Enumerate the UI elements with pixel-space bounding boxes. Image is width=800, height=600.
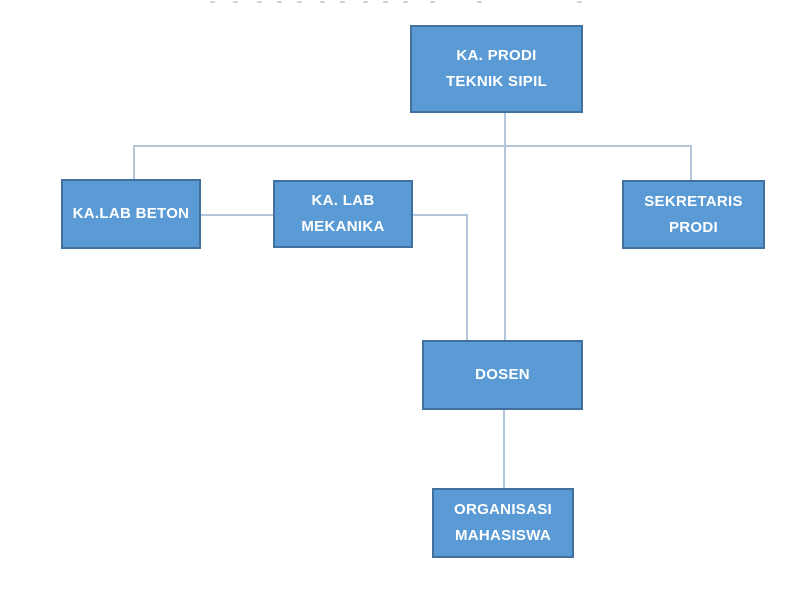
connector-mekanika-out-horizontal [413, 214, 468, 216]
node-ka-lab-beton: KA.LAB BETON [61, 179, 201, 249]
clipped-title-fragment [477, 1, 482, 3]
clipped-title-fragment [277, 1, 282, 3]
node-label: MAHASISWA [454, 527, 552, 544]
clipped-title-fragment [383, 1, 388, 3]
node-sekretaris-prodi: SEKRETARIS PRODI [622, 180, 765, 249]
node-ka-prodi-teknik-sipil: KA. PRODI TEKNIK SIPIL [410, 25, 583, 113]
clipped-title-fragment [233, 1, 238, 3]
node-label: SEKRETARIS [644, 192, 743, 210]
node-label: DOSEN [475, 366, 530, 383]
node-label: ORGANISASI [453, 501, 552, 518]
clipped-title-fragment [320, 1, 325, 3]
node-organisasi-mahasiswa: ORGANISASI MAHASISWA [432, 488, 574, 558]
clipped-title-fragment [297, 1, 302, 3]
clipped-title-fragment [210, 1, 215, 3]
node-label: KA. PRODI [456, 47, 537, 64]
clipped-title-fragment [430, 1, 435, 3]
connector-dosen-to-organisasi [503, 410, 505, 488]
connector-beton-to-mekanika [201, 214, 273, 216]
node-ka-lab-mekanika: KA. LAB MEKANIKA [273, 180, 413, 248]
clipped-title-fragment [403, 1, 408, 3]
clipped-title-fragment [257, 1, 262, 3]
node-dosen: DOSEN [422, 340, 583, 410]
connector-kaprodi-to-dosen-vertical [504, 113, 506, 340]
connector-main-horizontal [133, 145, 691, 147]
connector-mekanika-to-dosen-vertical [466, 214, 468, 340]
clipped-title-fragment [577, 1, 582, 3]
connector-drop-to-sekretaris-prodi [690, 145, 692, 180]
clipped-title-fragment [363, 1, 368, 3]
node-label: MEKANIKA [301, 218, 385, 235]
clipped-title-fragment [340, 1, 345, 3]
node-label: PRODI [668, 218, 718, 236]
node-label: TEKNIK SIPIL [445, 73, 548, 90]
node-label: KA. LAB [311, 192, 375, 209]
node-label: KA.LAB BETON [72, 205, 190, 222]
connector-drop-to-kalab-beton [133, 145, 135, 179]
